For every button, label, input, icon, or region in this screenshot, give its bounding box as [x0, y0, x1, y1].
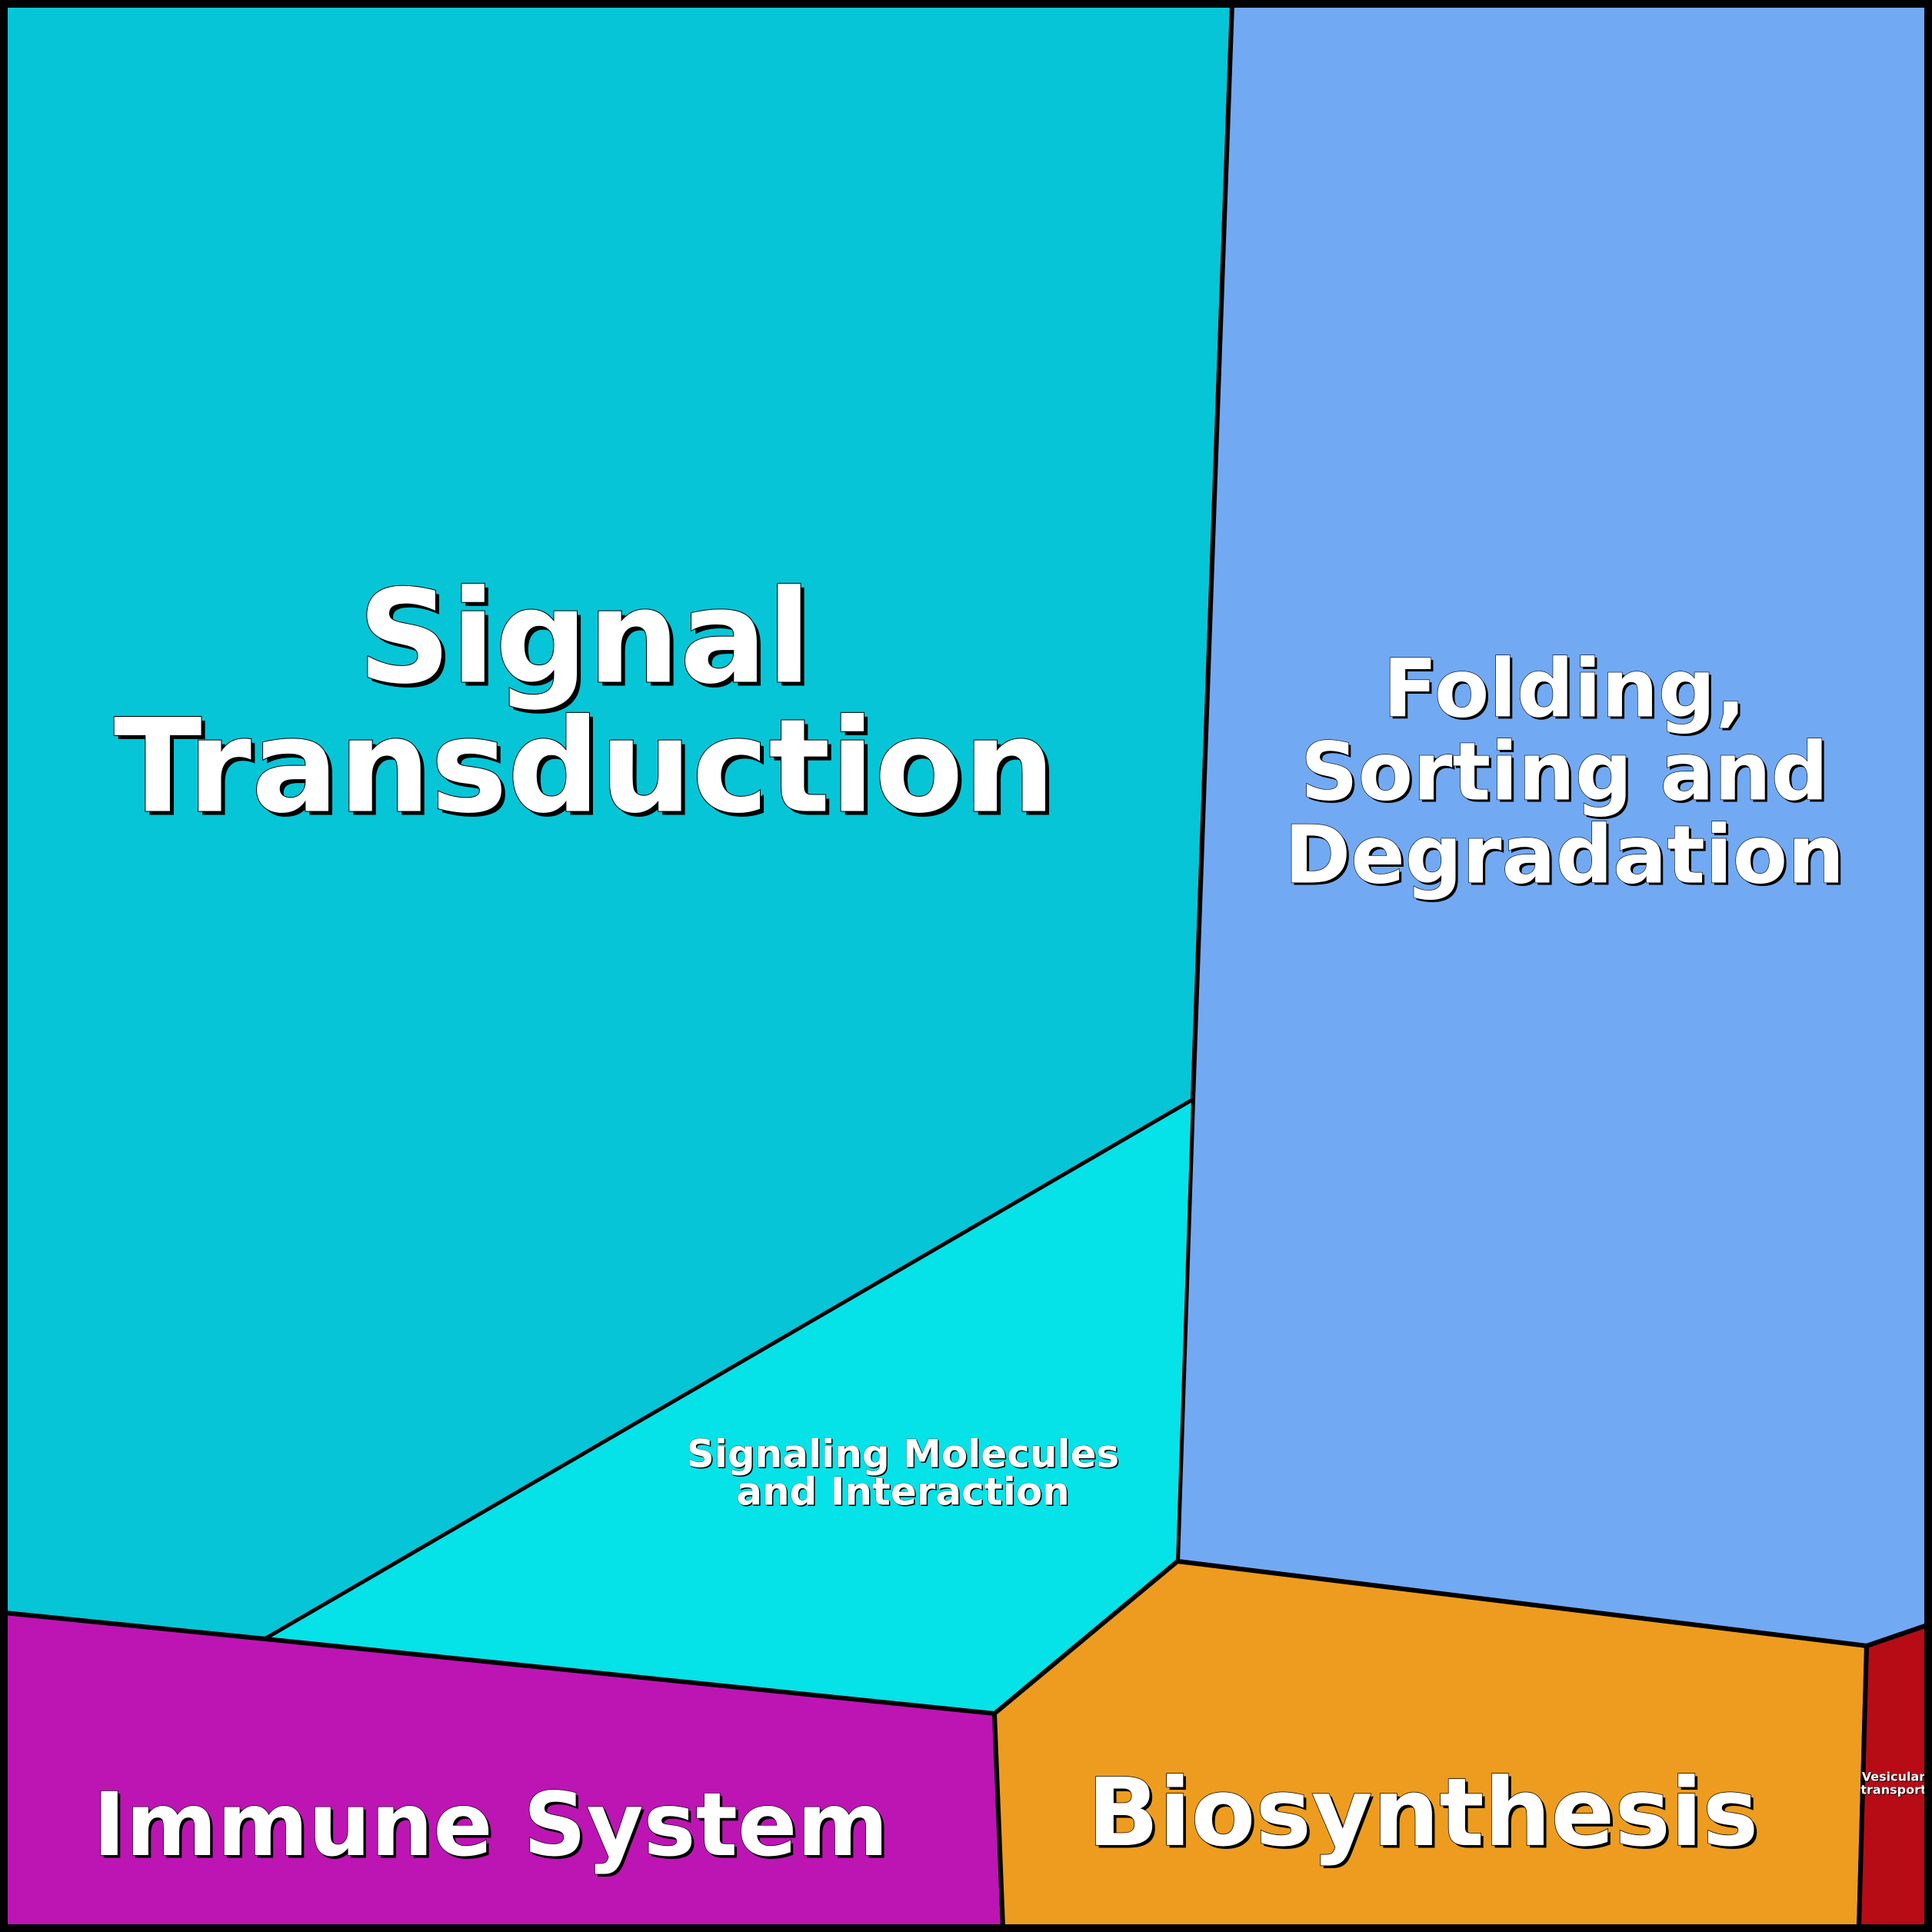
cell-label-shadow-line: Folding,: [1385, 645, 1748, 738]
cell-label-line: Biosynthesis: [1088, 1758, 1759, 1867]
cell-label-line: Signaling Molecules: [687, 1432, 1120, 1477]
cell-label-shadow-biosynthesis: Biosynthesis: [1090, 1761, 1761, 1870]
cell-label-shadow-line: Biosynthesis: [1090, 1761, 1761, 1870]
cell-label-line: Signal: [358, 561, 811, 712]
cell-label-shadow-line: and Interaction: [738, 1471, 1071, 1515]
cell-label-line: Vesicular: [1862, 1769, 1926, 1784]
cell-label-shadow-line: Transduction: [118, 695, 1059, 846]
cell-label-shadow-line: Signaling Molecules: [688, 1433, 1121, 1477]
cell-label-shadow-line: Degradation: [1287, 811, 1847, 904]
cell-label-shadow-line: Sorting and: [1303, 728, 1830, 821]
cell-label-line: Transduction: [114, 691, 1055, 841]
cell-label-line: and Interaction: [736, 1470, 1070, 1514]
cell-label-biosynthesis: Biosynthesis: [1088, 1758, 1759, 1867]
cell-label-immune-system: Immune System: [93, 1774, 888, 1876]
cell-label-shadow-immune-system: Immune System: [95, 1776, 891, 1878]
cell-label-line: Sorting and: [1301, 724, 1828, 818]
cell-label-line: Immune System: [93, 1774, 888, 1876]
cell-label-shadow-line: Signal: [361, 566, 814, 717]
cell-label-line: Folding,: [1383, 641, 1746, 735]
cell-label-line: transport: [1860, 1782, 1927, 1797]
cell-label-shadow-line: Vesicular: [1863, 1770, 1927, 1784]
cell-label-shadow-line: Immune System: [95, 1776, 891, 1878]
cell-label-shadow-line: transport: [1861, 1783, 1927, 1797]
cell-label-line: Degradation: [1284, 808, 1844, 901]
